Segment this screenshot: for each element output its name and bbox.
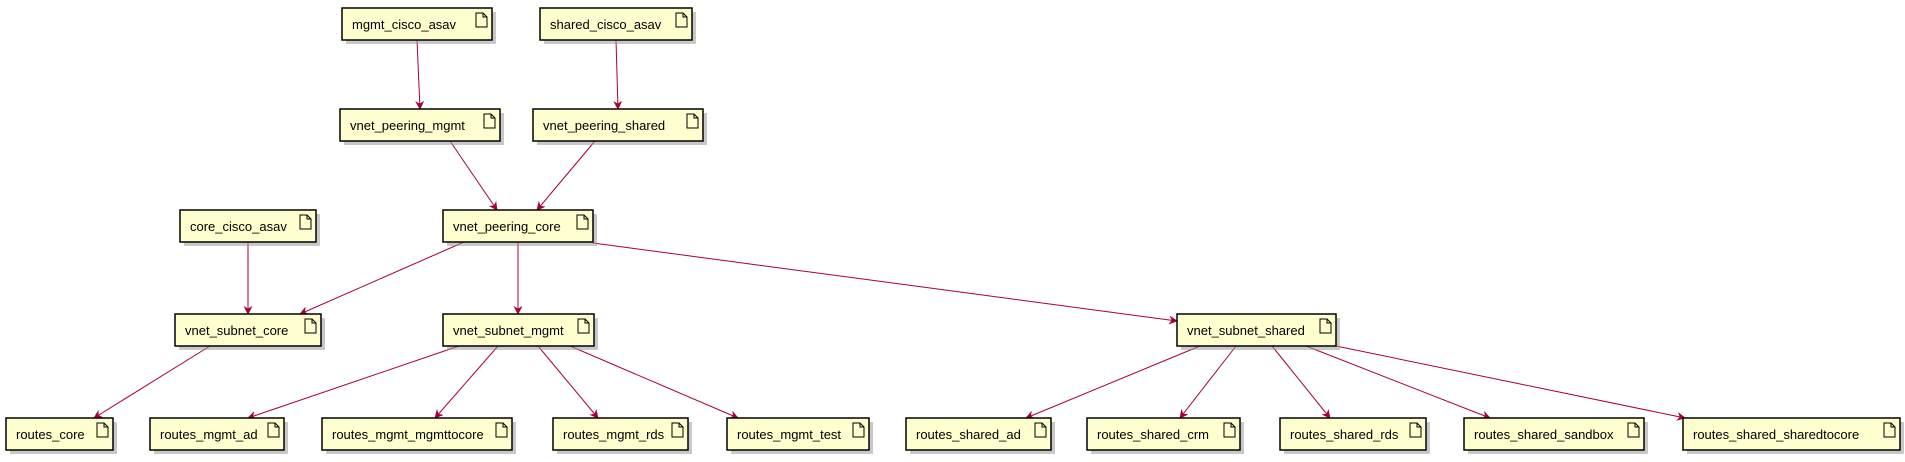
- document-icon: [1319, 318, 1332, 334]
- node-vnet_peering_shared: vnet_peering_shared: [532, 108, 707, 145]
- node-box: [1682, 417, 1901, 451]
- node-box: [539, 7, 693, 41]
- node-box: [1463, 417, 1645, 451]
- document-icon: [299, 214, 312, 230]
- node-box: [321, 417, 513, 451]
- node-label: routes_mgmt_test: [737, 427, 841, 442]
- node-box: [339, 108, 501, 142]
- node-label: mgmt_cisco_asav: [352, 17, 457, 32]
- node-label: shared_cisco_asav: [550, 17, 662, 32]
- node-box: [726, 417, 870, 451]
- node-routes_shared_ad: routes_shared_ad: [905, 417, 1055, 454]
- edge-vnet_subnet_mgmt-to-routes_mgmt_ad: [247, 345, 460, 420]
- node-label: routes_shared_sandbox: [1474, 427, 1614, 442]
- node-label: vnet_peering_mgmt: [350, 118, 465, 133]
- node-routes_shared_sandbox: routes_shared_sandbox: [1463, 417, 1648, 454]
- node-box: [1086, 417, 1241, 451]
- document-icon: [671, 422, 684, 438]
- edge-shared_cisco_asav-to-vnet_peering_shared: [613, 39, 623, 110]
- node-label: routes_shared_crm: [1097, 427, 1209, 442]
- edges-layer: [93, 39, 1686, 421]
- node-box: [341, 7, 493, 41]
- node-box: [1176, 313, 1337, 347]
- edge-vnet_subnet_core-to-routes_core: [93, 345, 211, 419]
- node-vnet_peering_core: vnet_peering_core: [442, 209, 597, 246]
- node-box: [149, 417, 285, 451]
- edge-vnet_peering_shared-to-vnet_peering_core: [536, 140, 596, 211]
- node-box: [442, 209, 594, 243]
- document-icon: [483, 113, 496, 129]
- node-label: vnet_subnet_core: [185, 323, 288, 338]
- edge-vnet_peering_core-to-vnet_subnet_core: [299, 241, 465, 315]
- node-routes_mgmt_ad: routes_mgmt_ad: [149, 417, 288, 454]
- node-routes_core: routes_core: [5, 417, 117, 454]
- document-icon: [1627, 422, 1640, 438]
- edge-vnet_subnet_shared-to-routes_shared_sharedtocore: [1335, 345, 1686, 421]
- node-box: [1279, 417, 1427, 451]
- node-label: routes_shared_rds: [1290, 427, 1399, 442]
- node-box: [532, 108, 704, 142]
- edge-mgmt_cisco_asav-to-vnet_peering_mgmt: [415, 39, 425, 110]
- node-box: [174, 313, 322, 347]
- node-routes_shared_rds: routes_shared_rds: [1279, 417, 1430, 454]
- node-box: [179, 209, 317, 243]
- document-icon: [495, 422, 508, 438]
- node-label: vnet_subnet_shared: [1187, 323, 1305, 338]
- node-label: vnet_peering_core: [453, 219, 561, 234]
- node-label: routes_shared_sharedtocore: [1693, 427, 1859, 442]
- edge-vnet_subnet_shared-to-routes_shared_crm: [1179, 345, 1237, 419]
- node-core_cisco_asav: core_cisco_asav: [179, 209, 320, 246]
- edge-vnet_subnet_mgmt-to-routes_mgmt_test: [569, 345, 739, 419]
- edge-vnet_peering_mgmt-to-vnet_peering_core: [449, 140, 498, 211]
- node-vnet_subnet_mgmt: vnet_subnet_mgmt: [442, 313, 598, 350]
- document-icon: [576, 214, 589, 230]
- edge-vnet_peering_core-to-vnet_subnet_shared: [592, 242, 1178, 325]
- document-icon: [304, 318, 317, 334]
- node-routes_mgmt_mgmttocore: routes_mgmt_mgmttocore: [321, 417, 516, 454]
- node-label: routes_mgmt_ad: [160, 427, 258, 442]
- node-routes_shared_crm: routes_shared_crm: [1086, 417, 1244, 454]
- node-routes_shared_sharedtocore: routes_shared_sharedtocore: [1682, 417, 1904, 454]
- node-label: routes_mgmt_mgmttocore: [332, 427, 484, 442]
- node-vnet_peering_mgmt: vnet_peering_mgmt: [339, 108, 504, 145]
- node-label: routes_core: [16, 427, 85, 442]
- node-box: [552, 417, 689, 451]
- document-icon: [1409, 422, 1422, 438]
- node-vnet_subnet_shared: vnet_subnet_shared: [1176, 313, 1340, 350]
- document-icon: [852, 422, 865, 438]
- edge-vnet_subnet_shared-to-routes_shared_sandbox: [1305, 345, 1491, 420]
- node-box: [442, 313, 595, 347]
- node-label: core_cisco_asav: [190, 219, 287, 234]
- document-icon: [686, 113, 699, 129]
- nodes-layer: mgmt_cisco_asav shared_cisco_asav vnet_pee…: [5, 7, 1904, 454]
- document-icon: [267, 422, 280, 438]
- document-icon: [577, 318, 590, 334]
- node-routes_mgmt_rds: routes_mgmt_rds: [552, 417, 692, 454]
- edge-vnet_subnet_shared-to-routes_shared_ad: [1025, 345, 1201, 420]
- edge-vnet_subnet_mgmt-to-routes_mgmt_mgmttocore: [434, 345, 499, 419]
- edge-vnet_subnet_shared-to-routes_shared_rds: [1271, 345, 1331, 419]
- node-label: vnet_subnet_mgmt: [453, 323, 564, 338]
- node-vnet_subnet_core: vnet_subnet_core: [174, 313, 325, 350]
- node-label: routes_shared_ad: [916, 427, 1021, 442]
- node-label: routes_mgmt_rds: [563, 427, 665, 442]
- node-box: [905, 417, 1052, 451]
- node-mgmt_cisco_asav: mgmt_cisco_asav: [341, 7, 496, 44]
- document-icon: [96, 422, 109, 438]
- node-label: vnet_peering_shared: [543, 118, 665, 133]
- document-icon: [675, 12, 688, 28]
- edge-vnet_subnet_mgmt-to-routes_mgmt_rds: [537, 345, 599, 419]
- node-routes_mgmt_test: routes_mgmt_test: [726, 417, 873, 454]
- node-box: [5, 417, 114, 451]
- document-icon: [1883, 422, 1896, 438]
- document-icon: [1034, 422, 1047, 438]
- node-shared_cisco_asav: shared_cisco_asav: [539, 7, 696, 44]
- document-icon: [1223, 422, 1236, 438]
- document-icon: [475, 12, 488, 28]
